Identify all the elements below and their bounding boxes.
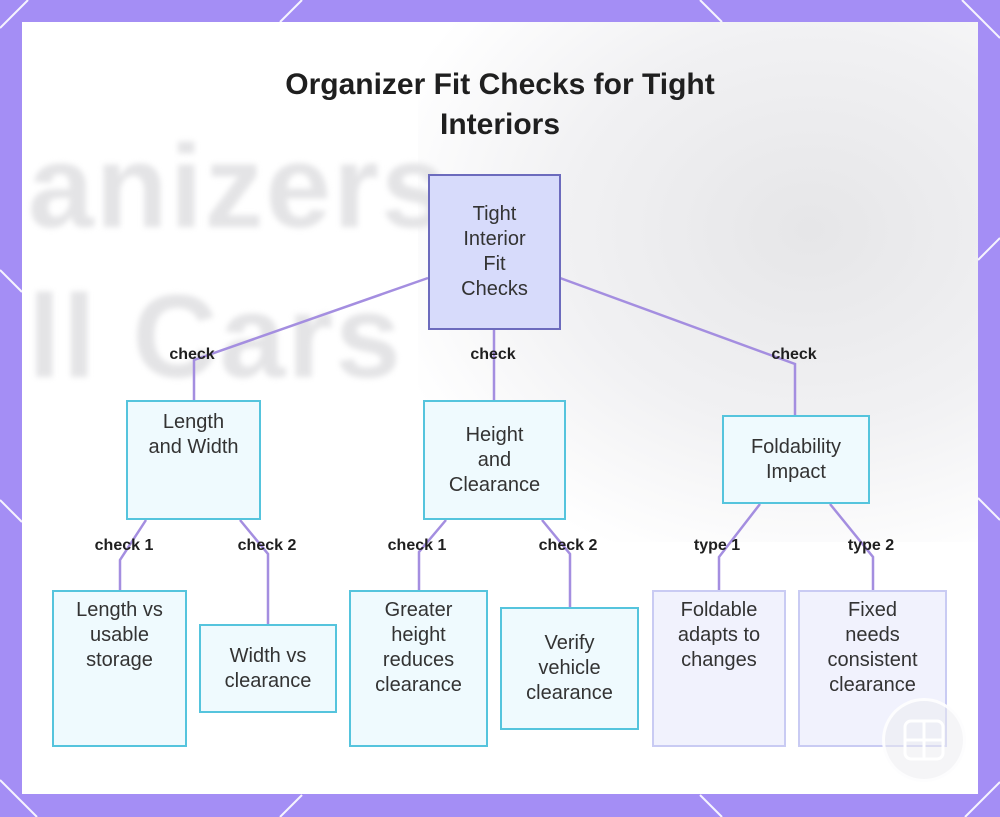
node-line: reduces <box>382 649 455 671</box>
node-line: clearance <box>526 682 613 704</box>
node-line: needs <box>845 624 900 646</box>
edge-label: type 2 <box>847 537 895 554</box>
node-line: consistent <box>827 649 918 671</box>
node-line: Impact <box>765 460 826 483</box>
node-line: height <box>391 624 446 646</box>
edge-label: check 2 <box>237 537 297 554</box>
node-line: Checks <box>461 278 528 300</box>
node-line: adapts to <box>677 624 761 646</box>
background-text: anizers ll Cars <box>28 121 449 403</box>
node-line: Verify <box>544 632 595 654</box>
node-line: and <box>477 448 512 471</box>
edge-label: check 2 <box>538 537 598 554</box>
node-line: changes <box>681 649 757 671</box>
connector-lines <box>118 276 875 624</box>
node-line: Length vs <box>76 599 163 621</box>
node-line: vehicle <box>538 657 601 679</box>
edge-label: type 1 <box>693 537 741 554</box>
node-line: storage <box>86 649 153 671</box>
edge-label: check <box>470 346 516 363</box>
edge-fi-fixed <box>829 503 875 590</box>
title-line: Interiors <box>439 108 561 141</box>
title-line: Organizer Fit Checks for Tight <box>285 68 715 101</box>
edge-fi-foldable <box>717 503 761 590</box>
node-line: clearance <box>829 674 916 696</box>
node-width-vs-clearance: Width vs clearance <box>199 624 337 713</box>
node-length-and-width: Length and Width <box>126 400 261 520</box>
node-line: Foldable <box>680 599 758 621</box>
node-length-vs-usable-storage: Length vs usable storage <box>52 590 187 747</box>
edge-root-length-width <box>192 276 429 400</box>
grid-logo-icon <box>882 698 966 782</box>
node-line: Foldability <box>750 435 842 458</box>
node-line: clearance <box>224 669 312 692</box>
node-height-and-clearance: Height and Clearance <box>423 400 566 520</box>
edge-hc-verify-vehicle <box>541 519 572 607</box>
edge-label: check <box>771 346 817 363</box>
edge-hc-greater-height <box>417 519 447 590</box>
node-foldability-impact: Foldability Impact <box>722 415 870 504</box>
diagram-title: Organizer Fit Checks for Tight Interiors <box>22 65 978 145</box>
edge-label: check 1 <box>387 537 447 554</box>
node-line: Clearance <box>448 473 541 496</box>
node-line: clearance <box>375 674 462 696</box>
node-line: Length <box>162 411 225 433</box>
node-line: Fit <box>483 253 506 275</box>
node-fixed-needs-consistent-clearance: Fixed needs consistent clearance <box>798 590 947 747</box>
edge-lw-width-vs <box>239 519 270 624</box>
node-line: Fixed <box>848 599 897 621</box>
node-line: Height <box>465 423 524 446</box>
node-verify-vehicle-clearance: Verify vehicle clearance <box>500 607 639 730</box>
edge-root-foldability <box>559 276 797 415</box>
node-foldable-adapts-to-changes: Foldable adapts to changes <box>652 590 786 747</box>
node-line: and Width <box>148 436 239 458</box>
diagram-canvas: anizers ll Cars Organizer Fit Checks for… <box>22 22 978 794</box>
node-tight-interior-fit-checks: Tight Interior Fit Checks <box>428 174 561 330</box>
edge-lw-length-vs <box>118 519 148 590</box>
node-line: usable <box>90 624 149 646</box>
node-line: Width vs <box>229 644 307 667</box>
node-line: Greater <box>384 599 453 621</box>
edge-label: check 1 <box>94 537 154 554</box>
node-greater-height-reduces-clearance: Greater height reduces clearance <box>349 590 488 747</box>
node-line: Interior <box>463 228 526 250</box>
edge-label: check <box>169 346 215 363</box>
node-line: Tight <box>472 203 517 225</box>
